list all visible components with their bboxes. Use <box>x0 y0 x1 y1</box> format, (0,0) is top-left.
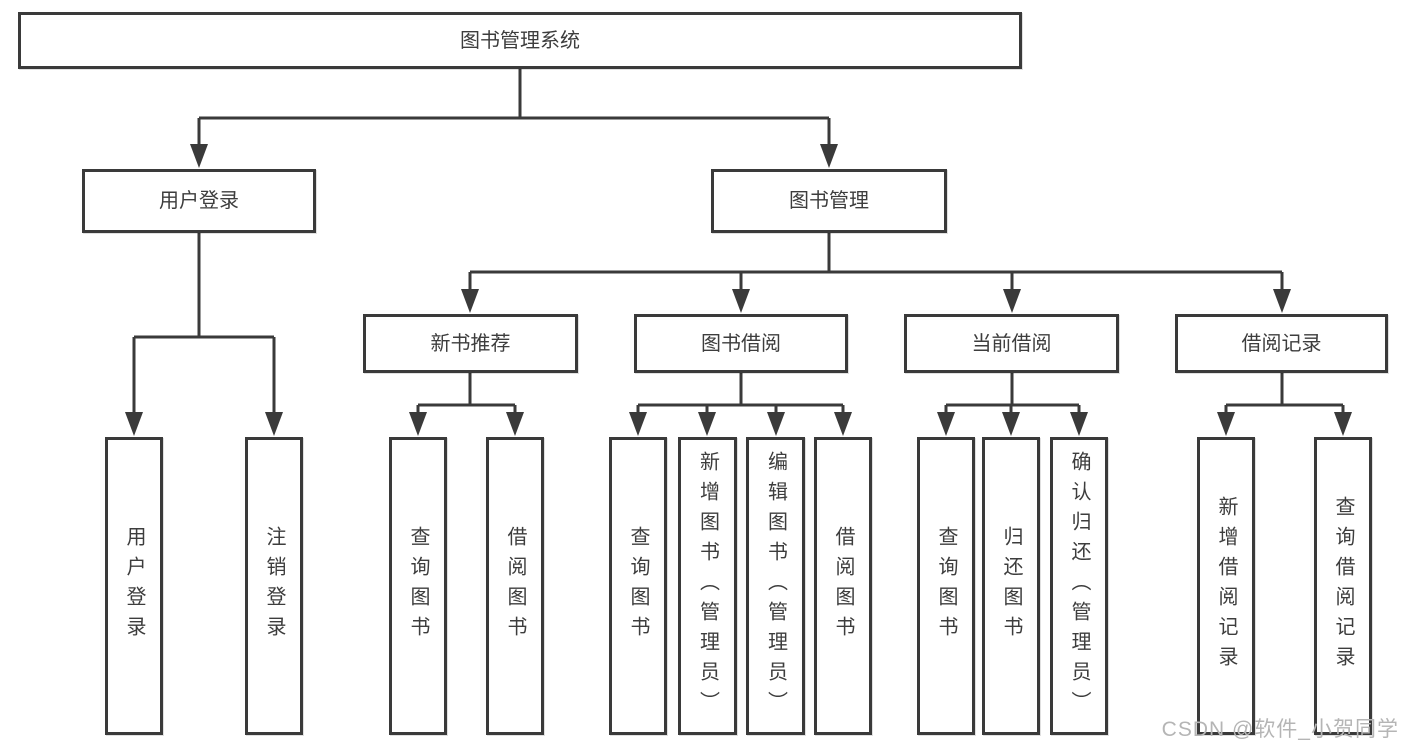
leaf-query-books-borrow: 查询图书 <box>609 437 667 735</box>
node-label: 用户登录 <box>123 526 145 646</box>
leaf-logout: 注销登录 <box>245 437 303 735</box>
node-label: 编辑图书（管理员） <box>764 451 787 721</box>
leaf-edit-books-admin: 编辑图书（管理员） <box>746 437 805 735</box>
arrowhead <box>461 289 479 313</box>
node-label: 借阅图书 <box>832 526 854 646</box>
arrowhead <box>937 412 955 436</box>
leaf-add-books-admin: 新增图书（管理员） <box>678 437 737 735</box>
node-label: 新增借阅记录 <box>1215 496 1237 676</box>
arrowhead <box>409 412 427 436</box>
node-label: 查询图书 <box>935 526 957 646</box>
arrowhead <box>125 412 143 436</box>
arrowhead <box>1003 289 1021 313</box>
node-label: 图书管理系统 <box>460 29 580 52</box>
leaf-query-books-current: 查询图书 <box>917 437 975 735</box>
arrowhead <box>1334 412 1352 436</box>
node-label: 借阅记录 <box>1241 332 1322 355</box>
node-user-login: 用户登录 <box>82 169 316 233</box>
node-library-management-system: 图书管理系统 <box>18 12 1022 69</box>
leaf-query-books-recommend: 查询图书 <box>389 437 447 735</box>
node-book-management: 图书管理 <box>711 169 947 233</box>
arrowhead <box>767 412 785 436</box>
arrowhead <box>834 412 852 436</box>
arrowhead <box>698 412 716 436</box>
node-label: 查询图书 <box>627 526 649 646</box>
arrowhead <box>1002 412 1020 436</box>
node-book-borrowing: 图书借阅 <box>634 314 848 373</box>
leaf-borrow-books: 借阅图书 <box>814 437 872 735</box>
node-label: 确认归还（管理员） <box>1068 451 1090 721</box>
leaf-add-borrow-record: 新增借阅记录 <box>1197 437 1255 735</box>
node-label: 新增图书（管理员） <box>696 451 719 721</box>
arrowhead <box>820 144 838 168</box>
leaf-query-borrow-record: 查询借阅记录 <box>1314 437 1372 735</box>
arrowhead <box>190 144 208 168</box>
node-label: 查询图书 <box>407 526 429 646</box>
node-current-borrowing: 当前借阅 <box>904 314 1119 373</box>
leaf-borrow-books-recommend: 借阅图书 <box>486 437 544 735</box>
node-label: 新书推荐 <box>430 332 511 355</box>
node-label: 当前借阅 <box>971 332 1052 355</box>
arrowhead <box>1273 289 1291 313</box>
leaf-return-books: 归还图书 <box>982 437 1040 735</box>
node-label: 图书管理 <box>789 190 869 212</box>
arrowhead <box>1217 412 1235 436</box>
arrowhead <box>1070 412 1088 436</box>
node-label: 借阅图书 <box>504 526 526 646</box>
node-new-book-recommendation: 新书推荐 <box>363 314 578 373</box>
leaf-user-login: 用户登录 <box>105 437 163 735</box>
connector-path <box>132 69 1345 414</box>
arrowhead <box>732 289 750 313</box>
node-label: 注销登录 <box>263 526 285 646</box>
leaf-confirm-return-admin: 确认归还（管理员） <box>1050 437 1108 735</box>
node-label: 查询借阅记录 <box>1332 496 1354 676</box>
node-borrowing-records: 借阅记录 <box>1175 314 1388 373</box>
node-label: 图书借阅 <box>701 332 781 355</box>
arrowhead <box>265 412 283 436</box>
arrowhead <box>629 412 647 436</box>
node-label: 归还图书 <box>1000 526 1022 646</box>
node-label: 用户登录 <box>159 190 239 212</box>
arrowhead <box>506 412 524 436</box>
